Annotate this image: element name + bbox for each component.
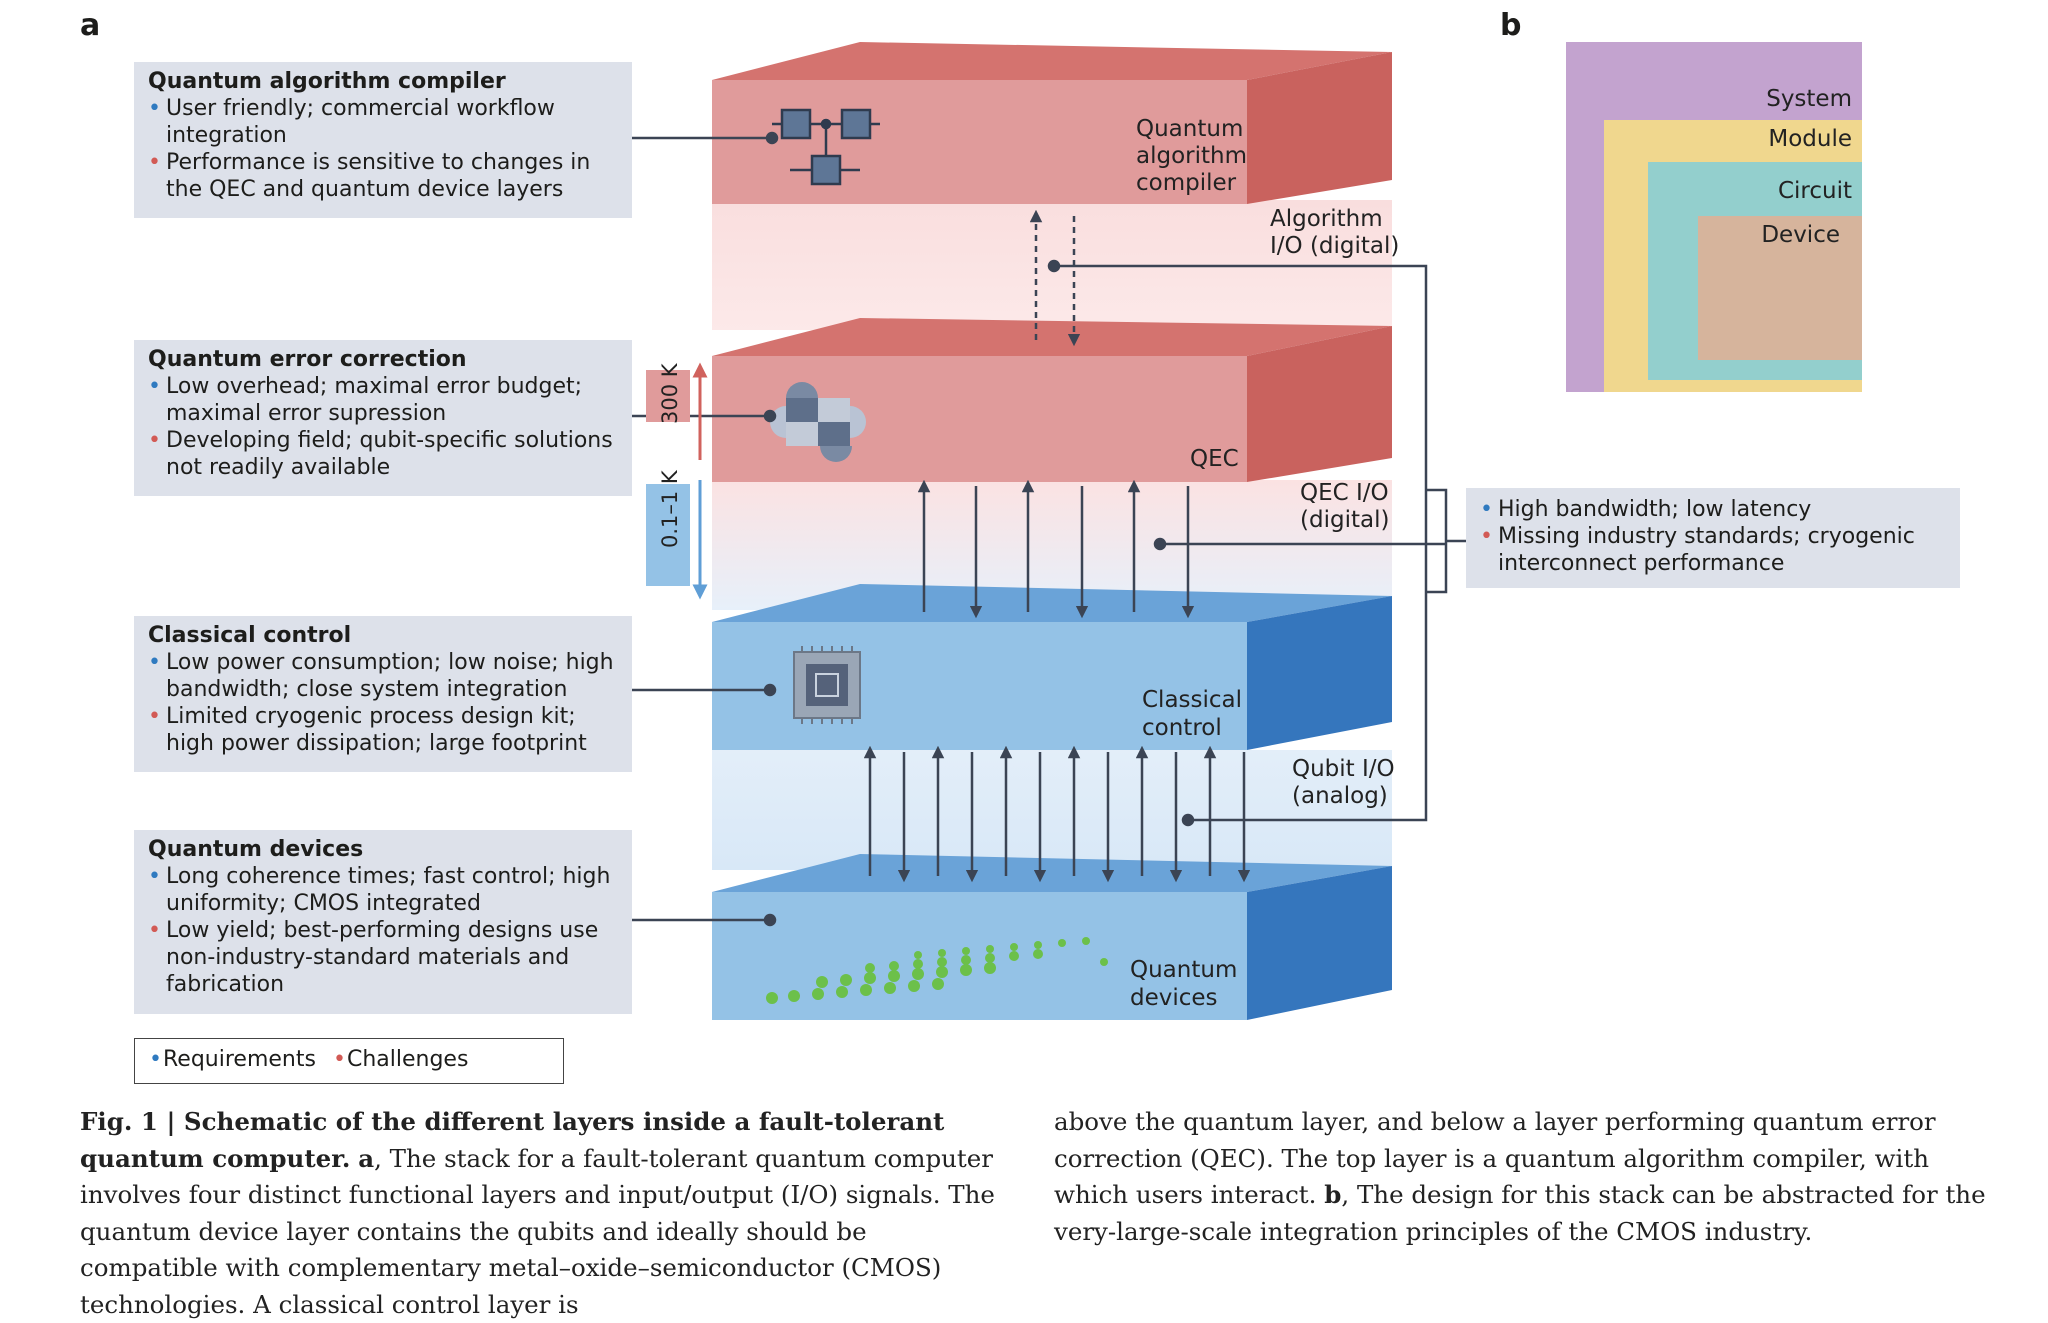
layer-devices xyxy=(712,854,1392,1020)
level-system-label: System xyxy=(1766,86,1852,112)
qubit-io-arrows xyxy=(863,745,1251,883)
temp-cold-label: 0.1–1 K xyxy=(658,469,682,548)
challenge-dot-icon: • xyxy=(148,150,161,175)
box-compiler-title: Quantum algorithm compiler xyxy=(148,69,506,94)
caption-b-letter: b xyxy=(1324,1180,1342,1209)
abstraction-squares: System Module Circuit Device xyxy=(1566,42,1862,392)
legend: •Requirements •Challenges xyxy=(134,1038,564,1084)
qec-io-label-1: QEC I/O xyxy=(1300,480,1389,506)
box-connectors xyxy=(632,131,779,927)
temp-warm-label: 300 K xyxy=(658,362,682,424)
level-module-label: Module xyxy=(1768,126,1852,152)
challenge-dot-icon: • xyxy=(1480,524,1493,549)
level-device-label: Device xyxy=(1761,222,1840,248)
requirement-dot-icon: • xyxy=(148,96,161,121)
qubit-array xyxy=(766,937,1108,1004)
box-devices-chal: •Low yield; best-performing designs use … xyxy=(148,918,599,997)
box-devices: Quantum devices •Long coherence times; f… xyxy=(134,830,632,1014)
label-compiler-2: algorithm xyxy=(1136,143,1247,169)
requirement-dot-icon: • xyxy=(148,374,161,399)
box-io-req: •High bandwidth; low latency xyxy=(1480,497,1812,522)
requirement-dot-icon: • xyxy=(149,1047,162,1072)
label-compiler-3: compiler xyxy=(1136,170,1237,196)
box-classical-chal: •Limited cryogenic process design kit; h… xyxy=(148,704,587,756)
circuit-icon xyxy=(772,108,880,186)
box-io: •High bandwidth; low latency •Missing in… xyxy=(1466,488,1960,588)
box-compiler-chal: •Performance is sensitive to changes in … xyxy=(148,150,591,202)
qubit-io-label-2: (analog) xyxy=(1292,783,1388,809)
box-classical-title: Classical control xyxy=(148,623,352,648)
band-classical-devices xyxy=(712,750,1392,870)
box-qec: Quantum error correction •Low overhead; … xyxy=(134,340,632,496)
box-classical-req: •Low power consumption; low noise; high … xyxy=(148,650,614,702)
box-io-chal: •Missing industry standards; cryogenic i… xyxy=(1480,524,1915,576)
box-devices-req: •Long coherence times; fast control; hig… xyxy=(148,864,611,916)
challenge-dot-icon: • xyxy=(148,918,161,943)
level-circuit-label: Circuit xyxy=(1778,178,1852,204)
legend-requirements: Requirements xyxy=(163,1047,316,1072)
level-device xyxy=(1698,216,1862,360)
box-compiler-req: •User friendly; commercial workflow inte… xyxy=(148,96,555,148)
box-qec-chal: •Developing field; qubit-specific soluti… xyxy=(148,428,613,480)
layer-compiler xyxy=(712,42,1392,204)
label-devices-2: devices xyxy=(1130,985,1218,1011)
panel-a-letter: a xyxy=(80,8,101,43)
label-classical-1: Classical xyxy=(1142,687,1242,713)
label-devices-1: Quantum xyxy=(1130,957,1237,983)
algo-io-label-1: Algorithm xyxy=(1270,206,1383,232)
requirement-dot-icon: • xyxy=(148,650,161,675)
qubit-io-label-1: Qubit I/O xyxy=(1292,756,1395,782)
qec-io-arrows xyxy=(917,479,1195,619)
caption-label: Fig. 1 | Schematic of the different laye… xyxy=(80,1107,945,1173)
caption-part-b: , The design for this stack can be abstr… xyxy=(1054,1180,1986,1246)
legend-challenges: Challenges xyxy=(346,1047,469,1072)
challenge-dot-icon: • xyxy=(332,1047,346,1072)
io-connectors xyxy=(1047,259,1466,827)
requirement-dot-icon: • xyxy=(148,864,161,889)
algorithm-io-arrows xyxy=(1029,209,1081,347)
label-classical-2: control xyxy=(1142,715,1222,741)
caption-left: Fig. 1 | Schematic of the different laye… xyxy=(80,1104,1000,1323)
box-compiler: Quantum algorithm compiler •User friendl… xyxy=(134,62,632,218)
algo-io-label-2: I/O (digital) xyxy=(1270,233,1399,259)
box-qec-req: •Low overhead; maximal error budget; max… xyxy=(148,374,583,426)
layer-qec xyxy=(712,318,1392,482)
box-devices-title: Quantum devices xyxy=(148,837,364,862)
label-compiler-1: Quantum xyxy=(1136,116,1243,142)
caption-part-a-right: above the quantum layer, and below a lay… xyxy=(1054,1107,1936,1209)
chip-icon xyxy=(793,646,861,724)
caption-a-letter: a xyxy=(358,1143,375,1173)
label-qec: QEC xyxy=(1190,446,1239,472)
box-classical: Classical control •Low power consumption… xyxy=(134,616,632,772)
qec-io-label-2: (digital) xyxy=(1300,507,1389,533)
temperature-scale: 300 K 0.1–1 K xyxy=(646,362,708,600)
panel-b-letter: b xyxy=(1500,8,1522,43)
caption-right: above the quantum layer, and below a lay… xyxy=(1054,1104,1994,1250)
challenge-dot-icon: • xyxy=(148,704,161,729)
surface-code-icon xyxy=(770,382,866,462)
requirement-dot-icon: • xyxy=(1480,497,1493,522)
box-qec-title: Quantum error correction xyxy=(148,347,467,372)
challenge-dot-icon: • xyxy=(148,428,161,453)
